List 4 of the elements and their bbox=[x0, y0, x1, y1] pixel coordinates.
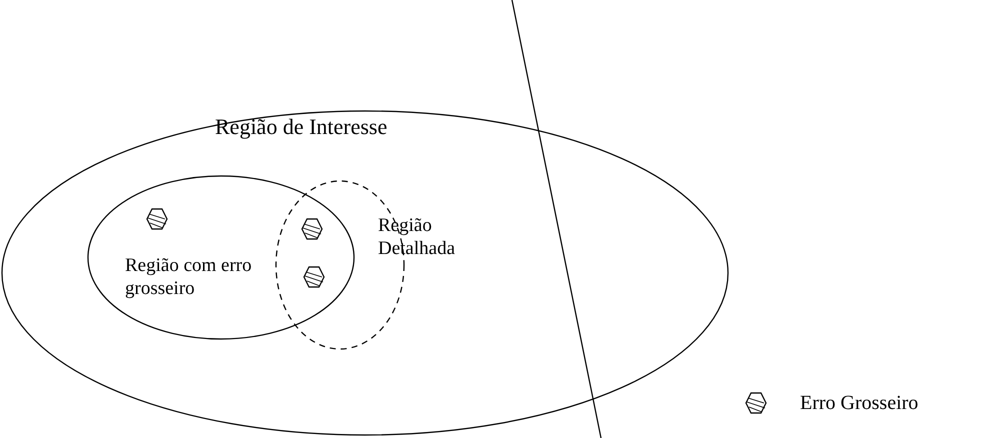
legend-label: Erro Grosseiro bbox=[800, 391, 918, 415]
region-label: Região com erro grosseiro bbox=[125, 255, 253, 301]
region-label: Região Detalhada bbox=[378, 215, 456, 261]
region-label: Região de Interesse bbox=[215, 114, 388, 140]
